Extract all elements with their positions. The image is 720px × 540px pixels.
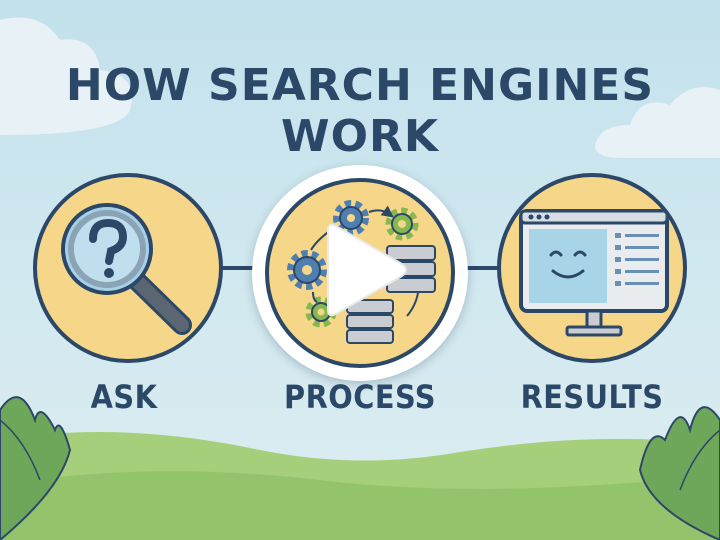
cloud-right-decoration bbox=[595, 87, 720, 158]
gear-icon bbox=[385, 207, 419, 241]
page-title: HOW SEARCH ENGINES WORK bbox=[65, 60, 655, 162]
gear-icon bbox=[287, 250, 327, 290]
connector-line-left bbox=[218, 266, 258, 270]
play-icon[interactable] bbox=[318, 222, 408, 318]
monitor-smiley-icon bbox=[519, 209, 669, 337]
connector-line-right bbox=[462, 266, 502, 270]
step-label-ask: ASK bbox=[90, 378, 158, 416]
bush-right bbox=[638, 406, 720, 540]
server-icon bbox=[346, 299, 394, 344]
step-label-process: PROCESS bbox=[283, 378, 437, 416]
gear-icon bbox=[333, 200, 369, 236]
results-circle bbox=[497, 173, 687, 363]
landscape-hills bbox=[0, 396, 720, 540]
results-list bbox=[615, 233, 659, 286]
magnifier-question-icon bbox=[61, 203, 192, 335]
step-label-results: RESULTS bbox=[520, 378, 664, 416]
ask-circle bbox=[33, 173, 223, 363]
gears-servers-icon bbox=[287, 200, 436, 344]
cloud-left-decoration bbox=[0, 17, 132, 135]
